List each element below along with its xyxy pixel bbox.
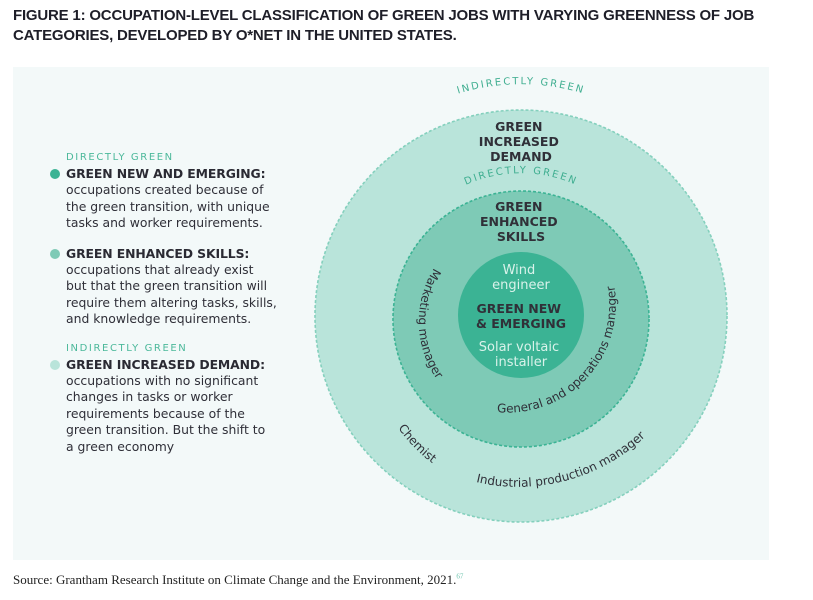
legend-item-description: occupations created because of the green…	[66, 182, 295, 232]
legend-item-heading: GREEN ENHANCED SKILLS:	[66, 245, 250, 261]
inner-circle-new-emerging	[458, 252, 584, 378]
description-line: occupations created because of	[66, 182, 264, 197]
description-line: green transition. But the shift to	[66, 422, 266, 437]
legend-section-indirectly-green: INDIRECTLY GREEN GREEN INCREASED DEMAND:…	[50, 341, 295, 456]
source-text: Source: Grantham Research Institute on C…	[13, 572, 457, 587]
legend-item-green-new-emerging: GREEN NEW AND EMERGING: occupations crea…	[50, 165, 295, 232]
footnote-ref[interactable]: 67	[456, 572, 464, 581]
outer-circle-title: GREEN INCREASED DEMAND	[479, 119, 563, 164]
category-label: DIRECTLY GREEN	[66, 152, 174, 163]
mid-green-dot-icon	[50, 248, 60, 259]
inner-job-bottom: Solar voltaic installer	[479, 340, 563, 370]
description-line: occupations with no significant	[66, 372, 259, 388]
legend-section-directly-green: DIRECTLY GREEN GREEN NEW AND EMERGING: o…	[50, 150, 295, 328]
description-line: the green transition, with unique	[66, 198, 270, 214]
legend-item-green-enhanced-skills: GREEN ENHANCED SKILLS: occupations that …	[50, 245, 295, 328]
figure-title: FIGURE 1: OCCUPATION-LEVEL CLASSIFICATIO…	[13, 7, 755, 44]
outer-arc-label: INDIRECTLY GREEN	[456, 76, 587, 96]
middle-circle-title: GREEN ENHANCED SKILLS	[480, 199, 562, 244]
description-line: occupations that already exist	[66, 261, 254, 277]
light-green-dot-icon	[50, 359, 60, 370]
dark-green-dot-icon	[50, 169, 60, 179]
legend-item-heading: GREEN INCREASED DEMAND:	[66, 356, 265, 372]
legend-item-green-increased-demand: GREEN INCREASED DEMAND: occupations with…	[50, 356, 295, 456]
description-line: changes in tasks or worker	[66, 389, 233, 404]
category-label: INDIRECTLY GREEN	[66, 342, 188, 354]
figure-source: Source: Grantham Research Institute on C…	[13, 572, 463, 588]
inner-job-top: Wind engineer	[492, 263, 550, 293]
description-line: and knowledge requirements.	[66, 311, 252, 326]
legend: DIRECTLY GREEN GREEN NEW AND EMERGING: o…	[50, 150, 295, 468]
description-line: a green economy	[66, 438, 175, 454]
description-line: require them altering tasks, skills,	[66, 294, 277, 310]
description-line: tasks and worker requirements.	[66, 215, 263, 230]
legend-item-description: occupations that already exist but that …	[66, 262, 295, 328]
legend-item-heading: GREEN NEW AND EMERGING:	[66, 166, 266, 181]
description-line: requirements because of the	[66, 405, 245, 421]
legend-item-description: occupations with no significant changes …	[66, 373, 295, 456]
inner-circle-title: GREEN NEW & EMERGING	[476, 301, 566, 331]
description-line: but that the green transition will	[66, 278, 268, 293]
